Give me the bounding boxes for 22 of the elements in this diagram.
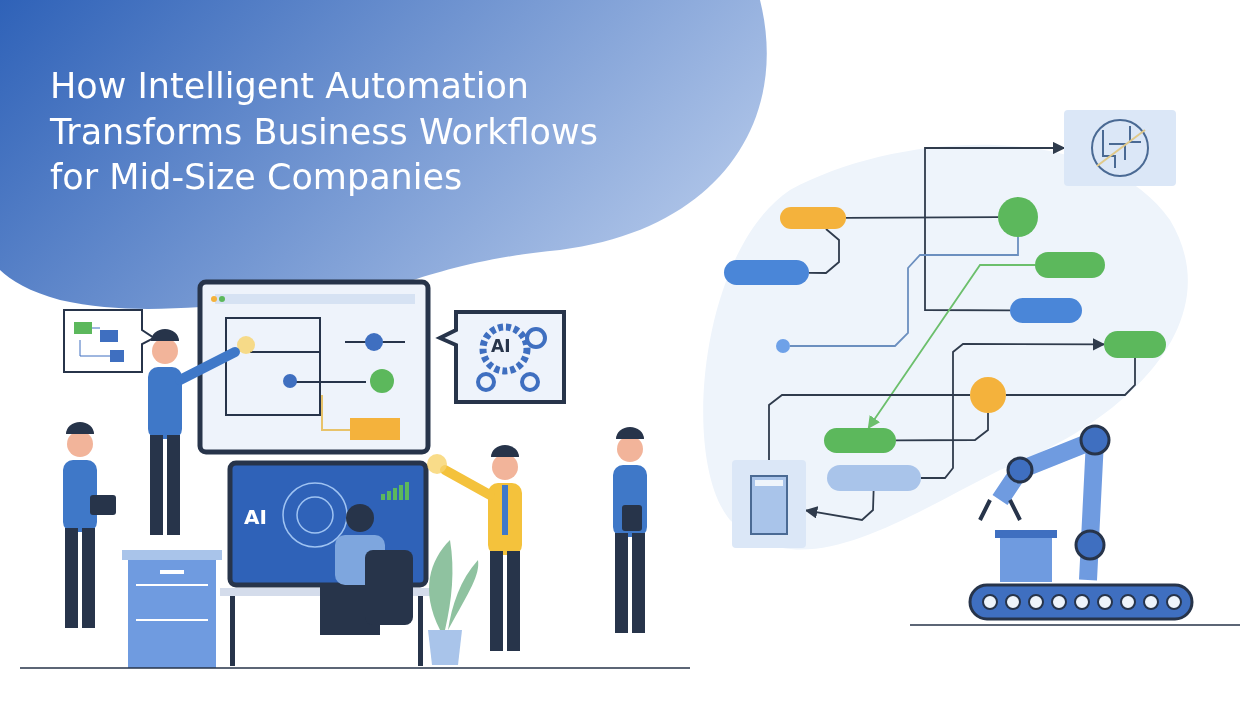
connector-line bbox=[768, 394, 971, 461]
pill-node bbox=[1035, 252, 1105, 278]
arrow bbox=[804, 490, 875, 521]
connector-line bbox=[1005, 357, 1136, 396]
title: How Intelligent Automation Transforms Business Workflows for Mid-Size Companies bbox=[50, 65, 599, 199]
picture-panel bbox=[1064, 110, 1176, 186]
picture-panel bbox=[732, 460, 806, 548]
arrow bbox=[924, 141, 1066, 312]
connector-line bbox=[895, 412, 989, 442]
screen-text: AI bbox=[244, 505, 267, 529]
arrow bbox=[920, 338, 1106, 479]
connector-line bbox=[808, 228, 840, 274]
arrow bbox=[867, 264, 1036, 430]
pill-node bbox=[1010, 298, 1082, 323]
pill-node bbox=[724, 260, 809, 285]
pill-node bbox=[780, 207, 846, 229]
connector-line bbox=[789, 236, 1019, 347]
bubble-text: AI bbox=[491, 336, 511, 356]
pill-node bbox=[1104, 331, 1166, 358]
connector-line bbox=[845, 216, 999, 219]
pill-node bbox=[824, 428, 896, 453]
pill-node bbox=[827, 465, 921, 491]
